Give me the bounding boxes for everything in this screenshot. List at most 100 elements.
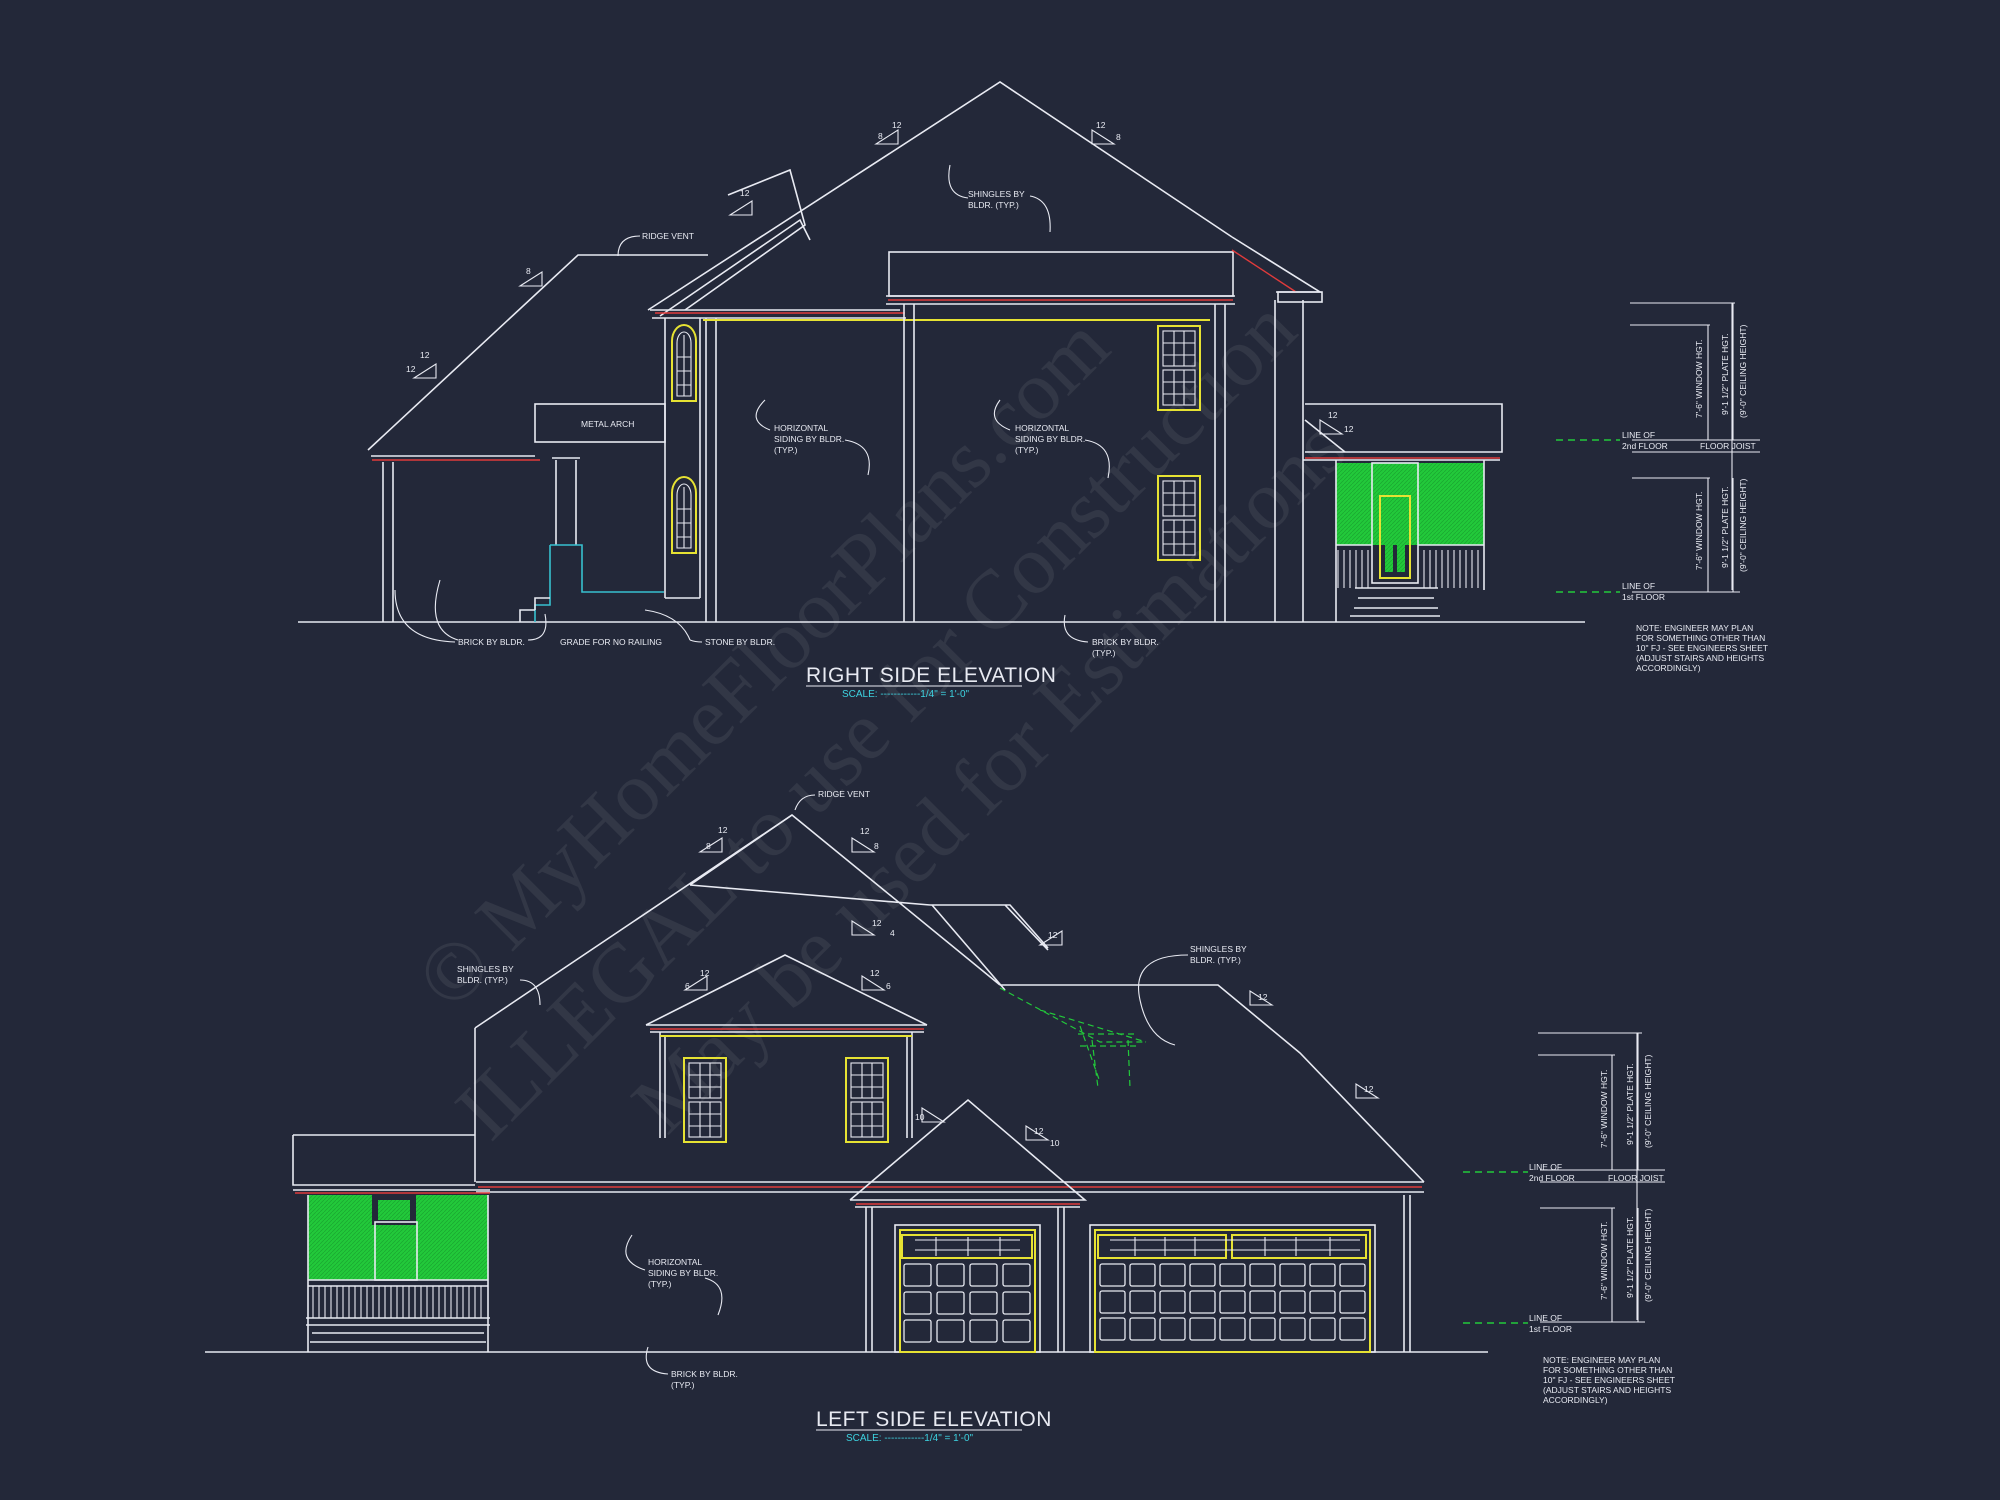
pitch-label: 6: [886, 981, 891, 991]
engineer-note-line: NOTE: ENGINEER MAY PLAN: [1543, 1355, 1660, 1365]
garage-door-panel: [1249, 1263, 1276, 1287]
ceiling-height-lower: (9'-0" CEILING HEIGHT): [1643, 1208, 1653, 1302]
floor-joist-label: FLOOR JOIST: [1700, 441, 1756, 451]
garage-door-panel: [1159, 1290, 1186, 1314]
siding-note-a-line-1: HORIZONTAL: [774, 423, 828, 433]
plate-hgt-upper: 9'-1 1/2" PLATE HGT.: [1720, 334, 1730, 416]
pitch-label: 8: [1116, 132, 1121, 142]
garage-door-panel: [1129, 1290, 1156, 1314]
pitch-label: 12: [1364, 1084, 1374, 1094]
pitch-label: 12: [718, 825, 728, 835]
garage-door-panel: [1129, 1317, 1156, 1341]
garage-door-panel: [1219, 1317, 1246, 1341]
garage-door-panel: [1159, 1317, 1186, 1341]
engineer-note-line: 10" FJ - SEE ENGINEERS SHEET: [1543, 1375, 1675, 1385]
window-hgt-upper: 7'-6" WINDOW HGT.: [1599, 1070, 1609, 1148]
brick-note: BRICK BY BLDR.: [458, 637, 525, 647]
pitch-label: 12: [1328, 410, 1338, 420]
siding-note-b-line-2: SIDING BY BLDR.: [1015, 434, 1085, 444]
garage-door-panel: [1189, 1290, 1216, 1314]
garage-door-panel: [1189, 1317, 1216, 1341]
pitch-label: 10: [915, 1112, 925, 1122]
line-1st-floor-label: LINE OF: [1622, 581, 1655, 591]
garage-door-panel: [1309, 1290, 1336, 1314]
garage-door-panel: [903, 1319, 932, 1343]
double-garage-door: [1089, 1224, 1376, 1353]
garage-door-panel: [1002, 1263, 1031, 1287]
pitch-label: 12: [406, 364, 416, 374]
plate-hgt-lower: 9'-1 1/2" PLATE HGT.: [1625, 1217, 1635, 1299]
shingles-note-a-line-2: BLDR. (TYP.): [457, 975, 508, 985]
window-hgt-lower: 7'-6" WINDOW HGT.: [1599, 1222, 1609, 1300]
ridge-vent-note: RIDGE VENT: [818, 789, 870, 799]
shingles-note-b-line-1: SHINGLES BY: [1190, 944, 1247, 954]
engineer-note-line: NOTE: ENGINEER MAY PLAN: [1636, 623, 1753, 633]
shingles-note-line-1: SHINGLES BY: [968, 189, 1025, 199]
window-hgt-upper: 7'-6" WINDOW HGT.: [1694, 340, 1704, 418]
engineer-note-line: ACCORDINGLY): [1543, 1395, 1608, 1405]
pitch-label: 12: [1096, 120, 1106, 130]
siding-note-b-line-1: HORIZONTAL: [1015, 423, 1069, 433]
stone-note: STONE BY BLDR.: [705, 637, 775, 647]
garage-door-panel: [1002, 1291, 1031, 1315]
pitch-label: 12: [860, 826, 870, 836]
garage-door-panel: [903, 1263, 932, 1287]
ceiling-height-upper: (9'-0" CEILING HEIGHT): [1738, 324, 1748, 418]
right-elevation-title: RIGHT SIDE ELEVATION: [806, 664, 1056, 687]
engineer-note-line: FOR SOMETHING OTHER THAN: [1636, 633, 1765, 643]
shingles-note-line-2: BLDR. (TYP.): [968, 200, 1019, 210]
garage-door-panel: [1309, 1317, 1336, 1341]
garage-door-panel: [1279, 1263, 1306, 1287]
brick-note-line-1: BRICK BY BLDR.: [671, 1369, 738, 1379]
garage-door-panel: [1309, 1263, 1336, 1287]
pitch-label: 4: [890, 928, 895, 938]
pitch-label: 8: [706, 841, 711, 851]
garage-door-panel: [936, 1319, 965, 1343]
left-elevation-scale: SCALE: ------------1/4" = 1'-0": [846, 1433, 974, 1444]
watermark: © MyHomeFloorPlans.com ILLEGAL to use fo…: [399, 282, 1364, 1157]
siding-note-b-line-3: (TYP.): [1015, 445, 1039, 455]
plate-hgt-lower: 9'-1 1/2" PLATE HGT.: [1720, 487, 1730, 569]
ridge-vent-note: RIDGE VENT: [642, 231, 694, 241]
line-1st-floor-label: LINE OF: [1529, 1313, 1562, 1323]
brick-note-line-2: (TYP.): [671, 1380, 695, 1390]
shingles-note-a-line-1: SHINGLES BY: [457, 964, 514, 974]
garage-door-panel: [1219, 1263, 1246, 1287]
garage-door-panel: [1339, 1317, 1366, 1341]
siding-note-a-line-2: SIDING BY BLDR.: [774, 434, 844, 444]
floor-joist-label: FLOOR JOIST: [1608, 1173, 1664, 1183]
grade-note: GRADE FOR NO RAILING: [560, 637, 662, 647]
garage-door-panel: [969, 1263, 998, 1287]
garage-door-panel: [969, 1319, 998, 1343]
garage-door-panel: [1159, 1263, 1186, 1287]
pitch-label: 12: [1258, 992, 1268, 1002]
pitch-label: 12: [892, 120, 902, 130]
garage-door-panel: [1099, 1263, 1126, 1287]
engineer-note-line: (ADJUST STAIRS AND HEIGHTS: [1636, 653, 1764, 663]
pitch-label: 8: [874, 841, 879, 851]
shingles-note-b-line-2: BLDR. (TYP.): [1190, 955, 1241, 965]
plate-hgt-upper: 9'-1 1/2" PLATE HGT.: [1625, 1064, 1635, 1146]
brick-typ-note-line-1: BRICK BY BLDR.: [1092, 637, 1159, 647]
garage-door-panel: [1129, 1263, 1156, 1287]
garage-door-panel: [1189, 1263, 1216, 1287]
right-dimension-block: LINE OF 2nd FLOOR FLOOR JOIST LINE OF 1s…: [1556, 302, 1760, 602]
right-side-elevation: 12 12 8 12 8 12 12 8 12 12 RIDGE VENT SH…: [298, 81, 1768, 700]
siding-note-line-3: (TYP.): [648, 1279, 672, 1289]
siding-note-line-1: HORIZONTAL: [648, 1257, 702, 1267]
siding-note-line-2: SIDING BY BLDR.: [648, 1268, 718, 1278]
garage-door-panel: [1339, 1263, 1366, 1287]
pitch-label: 6: [685, 981, 690, 991]
garage-door-panel: [1249, 1317, 1276, 1341]
garage-door-panel: [1099, 1290, 1126, 1314]
garage-door-panel: [936, 1291, 965, 1315]
garage-door-panel: [1279, 1317, 1306, 1341]
watermark-line-3: May be used for Estimations: [615, 402, 1364, 1151]
window-hgt-lower: 7'-6" WINDOW HGT.: [1694, 492, 1704, 570]
line-2nd-floor-label-2: 2nd FLOOR: [1622, 441, 1668, 451]
pitch-label: 12: [420, 350, 430, 360]
engineer-note-line: FOR SOMETHING OTHER THAN: [1543, 1365, 1672, 1375]
upper-roof-fascia: [888, 251, 1234, 297]
left-elevation-title: LEFT SIDE ELEVATION: [816, 1408, 1052, 1431]
metal-arch-note: METAL ARCH: [581, 419, 634, 429]
